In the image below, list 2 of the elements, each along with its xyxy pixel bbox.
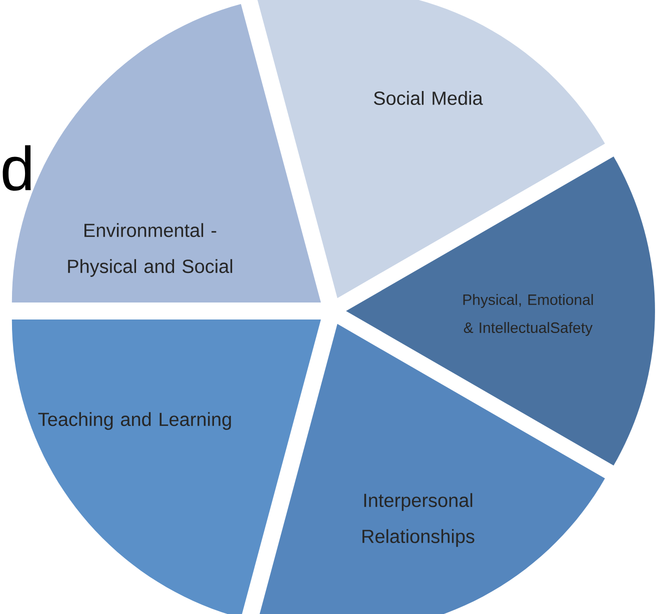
pie-slice: Teaching and Learning [12,320,321,614]
pie-slice: Physical, Emotional & IntellectualSafety [346,156,655,466]
